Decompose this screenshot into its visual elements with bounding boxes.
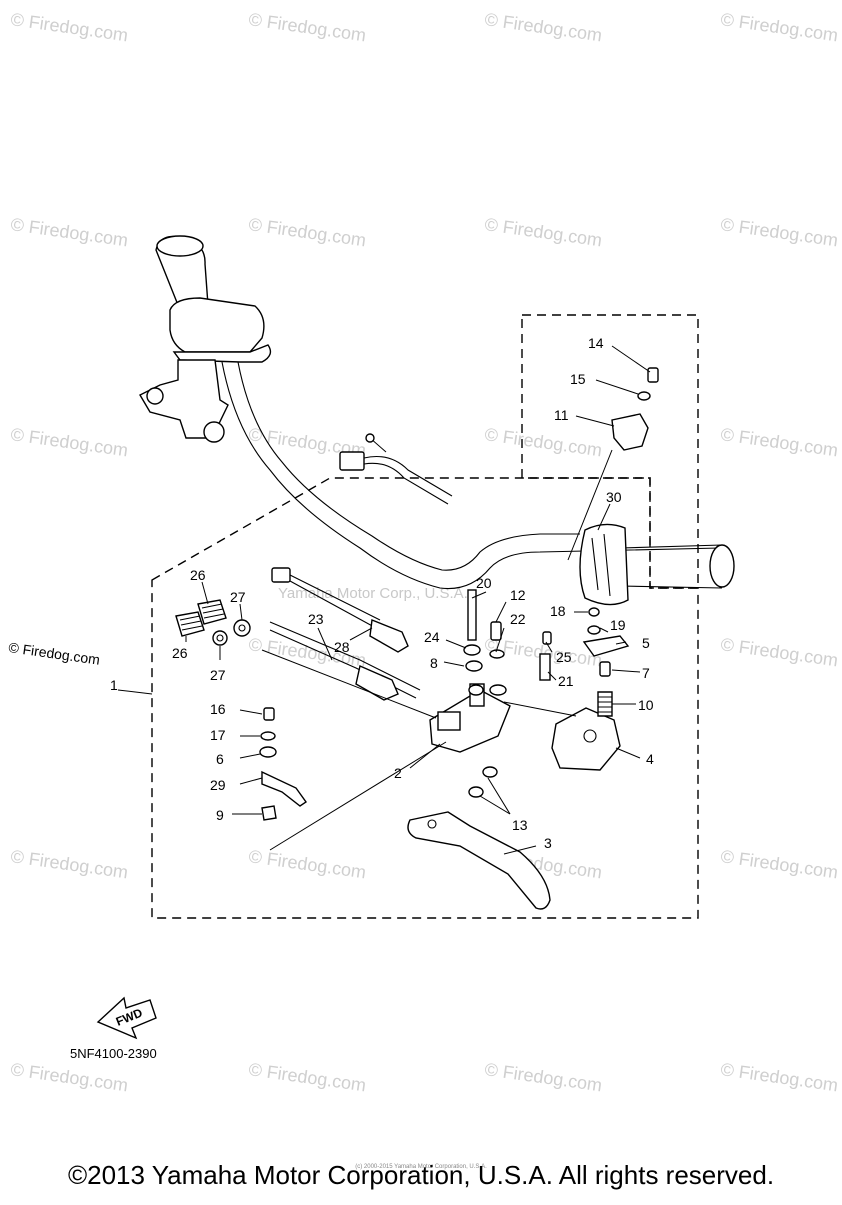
watermark-text: © Firedog.com [9, 424, 129, 460]
watermark-text: © Firedog.com [483, 424, 603, 460]
label-1: 1 [110, 677, 118, 693]
watermark-text: © Firedog.com [719, 424, 839, 460]
handlebar [139, 235, 735, 606]
center-watermark: Yamaha Motor Corp., U.S.A. [278, 585, 468, 602]
label-9: 9 [216, 807, 224, 823]
label-13: 13 [512, 817, 528, 833]
label-19: 19 [610, 617, 626, 633]
watermark-text: © Firedog.com [247, 214, 367, 250]
label-18: 18 [550, 603, 566, 619]
label-2: 2 [394, 765, 402, 781]
cable-adjusters [175, 599, 251, 646]
throttle-clamp [567, 367, 659, 561]
diagram-code: 5NF4100-2390 [70, 1046, 157, 1061]
watermark-text: © Firedog.com [247, 846, 367, 882]
label-12: 12 [510, 587, 526, 603]
fwd-arrow-icon: FWD [96, 996, 157, 1040]
label-28: 28 [334, 639, 350, 655]
watermark-text: © Firedog.com [483, 1059, 603, 1095]
watermark-text: © Firedog.com [9, 214, 129, 250]
label-23: 23 [308, 611, 324, 627]
label-leaders [117, 345, 651, 855]
label-10: 10 [638, 697, 654, 713]
side-watermark: © Firedog.com [8, 639, 101, 668]
label-4: 4 [646, 751, 654, 767]
label-6: 6 [216, 751, 224, 767]
label-11: 11 [554, 407, 569, 423]
label-14: 14 [588, 335, 604, 351]
watermark-text: © Firedog.com [247, 9, 367, 45]
throttle-cables [269, 567, 421, 701]
label-27-upper: 27 [230, 589, 246, 605]
watermark-text: © Firedog.com [719, 634, 839, 670]
watermark-text: © Firedog.com [719, 846, 839, 882]
label-16: 16 [210, 701, 226, 717]
assembly-box-upper [521, 314, 699, 589]
watermark-text: © Firedog.com [9, 846, 129, 882]
label-26-upper: 26 [190, 567, 206, 583]
label-22: 22 [510, 611, 526, 627]
label-21: 21 [558, 673, 574, 689]
label-5: 5 [642, 635, 650, 651]
part-labels: 1 2 3 4 5 6 7 8 9 10 11 12 13 14 15 16 1… [110, 335, 654, 851]
label-17: 17 [210, 727, 226, 743]
watermark-text: © Firedog.com [719, 1059, 839, 1095]
label-3: 3 [544, 835, 552, 851]
watermark-text: © Firedog.com [9, 9, 129, 45]
label-8: 8 [430, 655, 438, 671]
tiny-copyright-note: (c) 2000-2015 Yamaha Motor Corporation, … [355, 1164, 487, 1170]
watermark-text: © Firedog.com [483, 214, 603, 250]
label-7: 7 [642, 665, 650, 681]
label-15: 15 [570, 371, 586, 387]
label-30: 30 [606, 489, 622, 505]
label-29: 29 [210, 777, 226, 793]
watermark-text: © Firedog.com [247, 1059, 367, 1095]
label-20: 20 [476, 575, 492, 591]
clutch-lever [407, 811, 551, 910]
watermark-text: © Firedog.com [719, 214, 839, 250]
kill-switch-wire [339, 433, 453, 505]
label-25: 25 [556, 649, 572, 665]
switch-bracket [539, 607, 630, 771]
watermark-text: © Firedog.com [9, 1059, 129, 1095]
watermark-text: © Firedog.com [483, 9, 603, 45]
small-parts-left [259, 707, 307, 821]
label-27-lower: 27 [210, 667, 226, 683]
label-26-lower: 26 [172, 645, 188, 661]
assembly-box-main [151, 477, 699, 919]
label-24: 24 [424, 629, 440, 645]
watermark-text: © Firedog.com [719, 9, 839, 45]
copyright-footer: ©2013 Yamaha Motor Corporation, U.S.A. A… [67, 1160, 775, 1190]
lever-bracket [429, 589, 511, 798]
